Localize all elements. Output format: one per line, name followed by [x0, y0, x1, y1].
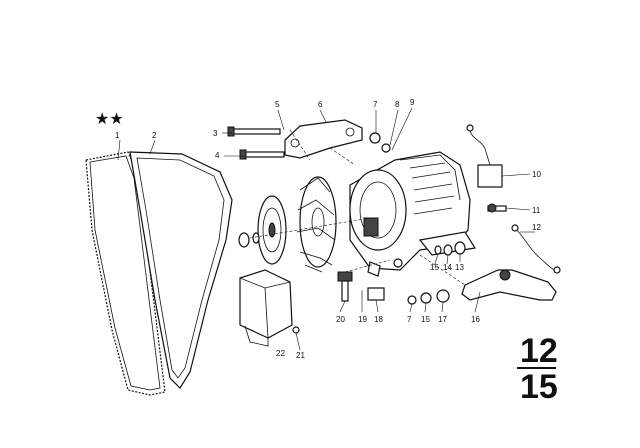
callout-9: 9: [410, 98, 415, 107]
assembly-line: [329, 147, 356, 166]
leader-lines: [117, 107, 535, 351]
callout-4: 4: [215, 151, 220, 160]
double-star-marker: ★★: [95, 109, 124, 128]
bolt-icon[interactable]: [337, 261, 385, 302]
bracket-icon[interactable]: [284, 119, 363, 159]
cable-icon[interactable]: [511, 224, 561, 274]
callout-19: 19: [358, 315, 367, 324]
washer-icon[interactable]: [407, 289, 450, 305]
nut-icon[interactable]: [369, 132, 391, 153]
callout-12: 12: [532, 223, 541, 232]
callout-1: 1: [115, 131, 120, 140]
assembly-line: [289, 129, 311, 161]
callout-20: 20: [336, 315, 345, 324]
callout-labels: 1 2 3 4 5 6 7 8 9 10 11 12 13 14 15 7 15…: [115, 98, 541, 360]
callout-5: 5: [275, 100, 280, 109]
assembly-line: [249, 217, 371, 239]
callout-18: 18: [374, 315, 383, 324]
callout-10: 10: [532, 170, 541, 179]
page-code-top: 12: [520, 332, 558, 370]
callout-21: 21: [296, 351, 305, 360]
callout-15: 15: [430, 263, 439, 272]
bolt-icon[interactable]: [487, 203, 507, 213]
v-belt-icon[interactable]: [129, 151, 233, 389]
washer-icon[interactable]: [434, 241, 466, 256]
callout-13: 13: [455, 263, 464, 272]
callout-7: 7: [373, 100, 378, 109]
assembly-line: [344, 259, 391, 273]
fan-icon[interactable]: [296, 176, 337, 273]
callout-3: 3: [213, 129, 218, 138]
callout-17: 17: [438, 315, 447, 324]
callout-2: 2: [152, 131, 157, 140]
page-code: 12 15: [517, 332, 558, 406]
callout-14: 14: [443, 263, 452, 272]
page-code-bottom: 15: [520, 368, 558, 406]
assembly-line: [419, 254, 466, 286]
bolt-icon[interactable]: [227, 126, 285, 160]
callout-6: 6: [318, 100, 323, 109]
alternator-icon[interactable]: [349, 151, 476, 271]
callout-11: 11: [532, 206, 541, 215]
regulator-icon[interactable]: [466, 124, 503, 188]
cover-icon[interactable]: [239, 269, 300, 347]
toothed-belt-icon[interactable]: [85, 151, 166, 396]
callout-16: 16: [471, 315, 480, 324]
callout-8: 8: [395, 100, 400, 109]
callout-7-lower: 7: [407, 315, 412, 324]
bracket-icon[interactable]: [461, 269, 557, 301]
pulley-icon[interactable]: [257, 195, 287, 265]
washer-icon: [238, 232, 260, 248]
callout-15-lower: 15: [421, 315, 430, 324]
callout-22: 22: [276, 349, 285, 358]
